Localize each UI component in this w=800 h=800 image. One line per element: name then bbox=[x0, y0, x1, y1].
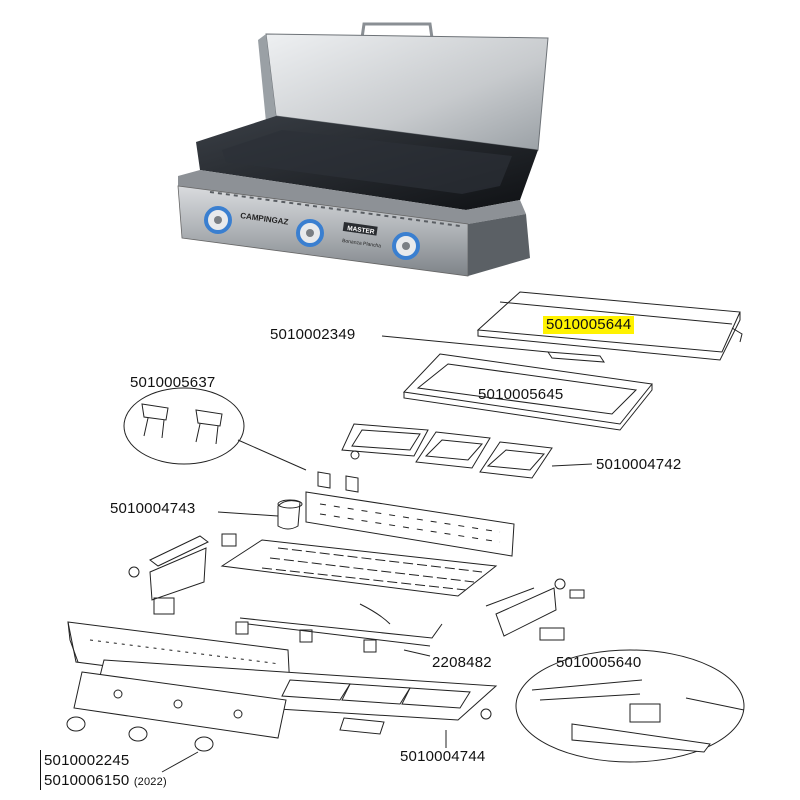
part-burners bbox=[341, 423, 553, 479]
part-back-panel bbox=[305, 491, 515, 557]
lid-handle bbox=[360, 22, 434, 39]
brand-badge: MASTER bbox=[347, 225, 375, 236]
part-label-lid: 5010005644 bbox=[543, 316, 635, 334]
part-label-grill-plate: 5010005645 bbox=[478, 386, 564, 403]
part-label-knob: 5010002245 bbox=[44, 752, 130, 769]
part-gas-tube bbox=[235, 603, 443, 657]
part-bottom-tray bbox=[99, 659, 498, 721]
brand-badge-sub: Bonanza Plancha bbox=[342, 238, 382, 249]
part-grill-plate bbox=[402, 353, 653, 431]
part-label-handle: 5010002349 bbox=[270, 326, 356, 343]
product-photo: CAMPINGAZ MASTER Bonanza Plancha bbox=[177, 22, 549, 277]
part-knobs bbox=[66, 716, 214, 773]
part-handle bbox=[547, 351, 605, 363]
knob-label-bracket bbox=[40, 750, 41, 790]
part-left-bracket bbox=[128, 533, 237, 615]
part-vent-panel bbox=[220, 539, 498, 597]
knob-2022-number: 5010006150 bbox=[44, 772, 130, 789]
line-art bbox=[66, 291, 745, 773]
leader-lines bbox=[381, 335, 593, 467]
part-clips bbox=[123, 387, 359, 493]
photo-knob-left bbox=[204, 206, 232, 234]
part-label-gas-tube: 2208482 bbox=[432, 654, 492, 671]
part-label-clips: 5010005637 bbox=[130, 374, 216, 391]
part-label-ignition-kit: 5010005640 bbox=[556, 654, 642, 671]
part-label-knob-2022: 5010006150 (2022) bbox=[44, 772, 167, 791]
part-foot bbox=[339, 708, 492, 748]
part-front-fascia bbox=[73, 671, 287, 739]
photo-knob-right bbox=[392, 232, 420, 260]
part-label-foot: 5010004744 bbox=[400, 748, 486, 765]
knob-2022-year: (2022) bbox=[133, 776, 167, 788]
part-right-bracket bbox=[485, 578, 585, 641]
photo-body-side bbox=[468, 214, 530, 276]
part-label-drip-cup: 5010004743 bbox=[110, 500, 196, 517]
part-drip-cup bbox=[217, 499, 303, 530]
photo-rail bbox=[178, 170, 526, 224]
photo-knob-middle bbox=[296, 219, 324, 247]
part-label-burners: 5010004742 bbox=[596, 456, 682, 473]
part-ignition-kit bbox=[515, 649, 745, 763]
photo-lid-side bbox=[258, 34, 276, 122]
